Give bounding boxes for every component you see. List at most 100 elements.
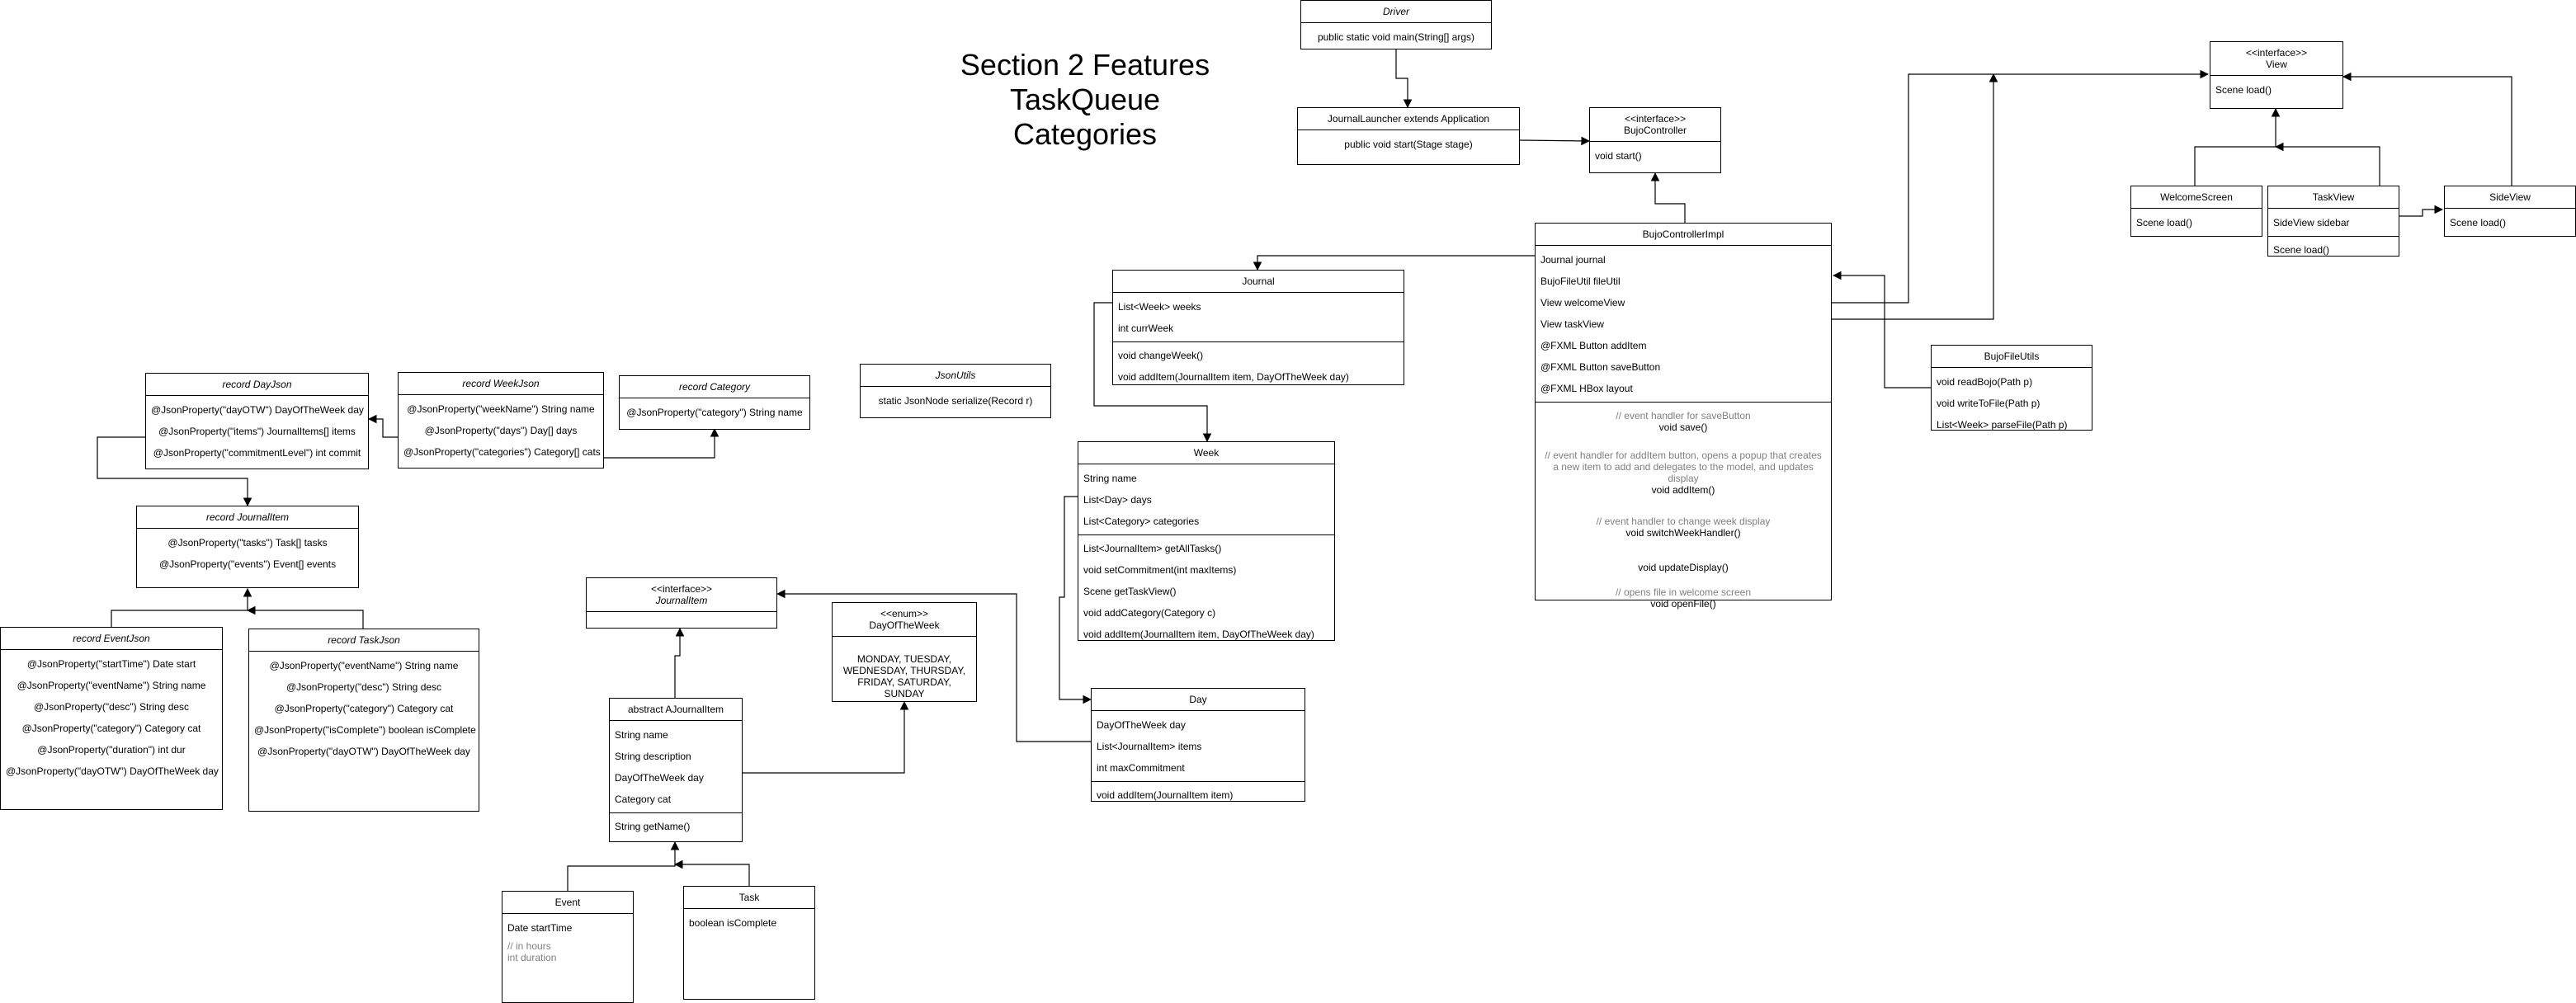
method: void addItem(JournalItem item, DayOfTheW…: [1118, 371, 1349, 383]
class-name: TaskView: [2268, 186, 2399, 209]
record-day-json[interactable]: record DayJson @JsonProperty("dayOTW") D…: [145, 373, 369, 469]
title-line: TaskQueue: [1009, 82, 1161, 116]
record-event-json[interactable]: record EventJson @JsonProperty("startTim…: [0, 627, 223, 810]
method: public void start(Stage stage): [1344, 139, 1473, 150]
class-welcome-screen[interactable]: WelcomeScreen Scene load(): [2130, 186, 2262, 237]
method: void start(): [1595, 150, 1642, 162]
class-name: SideView: [2445, 186, 2575, 209]
field: @JsonProperty("dayOTW") DayOfTheWeek day: [257, 746, 470, 757]
wire-launcher-controller: [1519, 136, 1591, 146]
class-name: WelcomeScreen: [2131, 186, 2262, 209]
class-json-utils[interactable]: JsonUtils static JsonNode serialize(Reco…: [860, 364, 1051, 418]
class-name: JournalLauncher extends Application: [1298, 108, 1519, 130]
field: List<Category> categories: [1083, 516, 1200, 527]
class-name: BujoControllerImpl: [1536, 224, 1831, 246]
wire-sideview-view: [2342, 72, 2512, 186]
enum-header: <<enum>> DayOfTheWeek: [833, 603, 976, 637]
title-line: Categories: [1012, 117, 1158, 151]
interface-header: <<interface>> JournalItem: [587, 578, 776, 612]
field: List<JournalItem> items: [1097, 741, 1202, 752]
class-day[interactable]: Day DayOfTheWeek day List<JournalItem> i…: [1091, 688, 1305, 802]
interface-view[interactable]: <<interface>> View Scene load(): [2210, 41, 2343, 109]
method: // opens file in welcome screen void ope…: [1536, 578, 1831, 615]
wire-taskview-view: [2274, 142, 2380, 186]
method-note: // event handler to change week display: [1596, 516, 1771, 527]
class-task[interactable]: Task boolean isComplete: [683, 886, 815, 1000]
field: @JsonProperty("isComplete") boolean isCo…: [254, 724, 476, 736]
field: @JsonProperty("startTime") Date start: [26, 658, 196, 670]
class-name: record EventJson: [1, 628, 222, 650]
field: @JsonProperty("eventName") String name: [269, 660, 459, 671]
wire-welcome-view: [2194, 107, 2281, 186]
method: String getName(): [615, 821, 691, 832]
interface-journal-item[interactable]: <<interface>> JournalItem: [586, 577, 777, 629]
class-journal[interactable]: Journal List<Week> weeks int currWeek vo…: [1112, 270, 1404, 385]
field: String name: [1083, 473, 1137, 484]
wire-event-abstract: [567, 841, 680, 891]
class-name: BujoFileUtils: [1932, 346, 2092, 368]
record-journal-item[interactable]: record JournalItem @JsonProperty("tasks"…: [136, 506, 359, 588]
interface-bujo-controller[interactable]: <<interface>> BujoController void start(…: [1589, 107, 1721, 173]
method: Scene load(): [2136, 217, 2193, 228]
method: void readBojo(Path p): [1937, 376, 2033, 388]
record-task-json[interactable]: record TaskJson @JsonProperty("eventName…: [248, 629, 479, 812]
class-name: record TaskJson: [249, 629, 479, 652]
wire-driver-launcher: [1395, 49, 1413, 109]
field: View taskView: [1540, 318, 1604, 330]
class-name: record WeekJson: [399, 373, 603, 395]
field: @JsonProperty("items") JournalItems[] it…: [158, 426, 356, 437]
record-week-json[interactable]: record WeekJson @JsonProperty("weekName"…: [398, 372, 604, 469]
field: @JsonProperty("category") Category cat: [274, 703, 454, 714]
field: Category cat: [615, 793, 672, 805]
method: Scene load(): [2273, 244, 2330, 256]
class-name: JournalItem: [655, 595, 708, 606]
field: DayOfTheWeek day: [615, 772, 704, 784]
class-event[interactable]: Event Date startTime // in hours int dur…: [502, 891, 634, 1003]
method-signature: void save(): [1658, 421, 1708, 433]
class-name: record DayJson: [146, 374, 368, 396]
enum-day-of-the-week[interactable]: <<enum>> DayOfTheWeek MONDAY, TUESDAY, W…: [832, 602, 977, 702]
method: void updateDisplay(): [1536, 544, 1831, 578]
enum-values: MONDAY, TUESDAY, WEDNESDAY, THURSDAY, FR…: [842, 653, 966, 699]
method: List<Week> parseFile(Path p): [1937, 419, 2068, 431]
class-journal-launcher[interactable]: JournalLauncher extends Application publ…: [1297, 107, 1520, 165]
method: Scene load(): [2450, 217, 2507, 228]
class-name: View: [2266, 59, 2287, 70]
class-abstract-journal-item[interactable]: abstract AJournalItem String name String…: [609, 698, 743, 842]
field: @JsonProperty("category") Category cat: [21, 723, 201, 734]
field: @JsonProperty("duration") int dur: [37, 744, 186, 756]
class-name: abstract AJournalItem: [610, 699, 742, 721]
method: void addItem(JournalItem item): [1097, 789, 1234, 801]
class-week[interactable]: Week String name List<Day> days List<Cat…: [1078, 441, 1335, 641]
field: @JsonProperty("desc") String desc: [33, 701, 190, 713]
diagram-title: Section 2 Features TaskQueue Categories: [858, 48, 1312, 152]
field: List<Week> weeks: [1118, 301, 1201, 313]
class-bujo-controller-impl[interactable]: BujoControllerImpl Journal journal BujoF…: [1535, 223, 1832, 610]
stereotype: <<enum>>: [880, 608, 929, 619]
method: Scene getTaskView(): [1083, 586, 1177, 597]
class-side-view[interactable]: SideView Scene load(): [2444, 186, 2576, 237]
field: @JsonProperty("dayOTW") DayOfTheWeek day: [151, 404, 364, 416]
class-driver[interactable]: Driver public static void main(String[] …: [1300, 0, 1492, 49]
field: View welcomeView: [1540, 297, 1625, 308]
field: @JsonProperty("dayOTW") DayOfTheWeek day: [6, 765, 219, 777]
class-task-view[interactable]: TaskView SideView sidebar Scene load(): [2267, 186, 2399, 257]
method: void changeWeek(): [1118, 350, 1204, 361]
class-bujo-file-utils[interactable]: BujoFileUtils void readBojo(Path p) void…: [1931, 345, 2092, 431]
class-name: Day: [1092, 689, 1305, 711]
class-name: BujoController: [1623, 125, 1687, 136]
stereotype: <<interface>>: [2245, 47, 2308, 59]
field: DayOfTheWeek day: [1097, 719, 1186, 731]
wire-impl-journal: [1253, 255, 1535, 271]
field: @FXML Button addItem: [1540, 340, 1647, 351]
wire-impl-controller: [1650, 172, 1686, 223]
class-name: Task: [684, 887, 814, 909]
class-name: Event: [502, 892, 633, 914]
field: SideView sidebar: [2273, 217, 2350, 228]
class-name: JsonUtils: [861, 365, 1050, 387]
field: String name: [615, 729, 668, 741]
field: Date startTime: [507, 922, 573, 934]
method: // event handler to change week display …: [1536, 501, 1831, 544]
method: // event handler for saveButton void sav…: [1536, 405, 1831, 438]
record-category[interactable]: record Category @JsonProperty("category"…: [619, 375, 810, 430]
